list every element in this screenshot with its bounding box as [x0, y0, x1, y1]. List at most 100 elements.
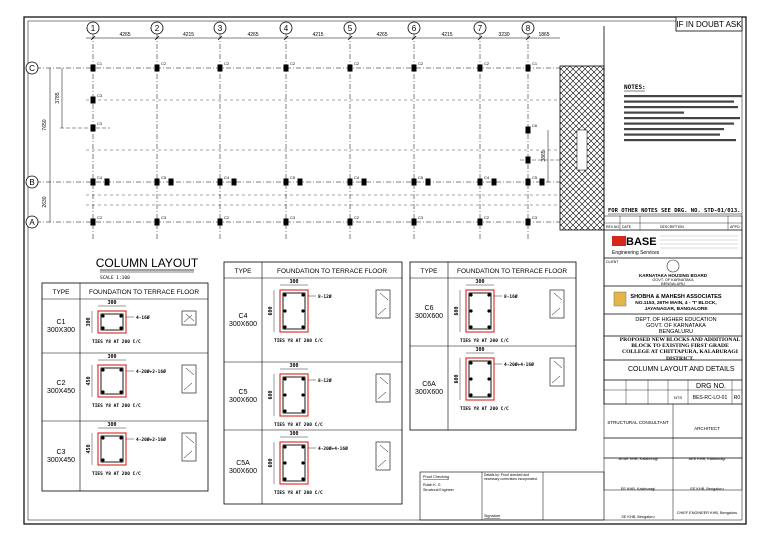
- column-tag: C2: [97, 215, 103, 220]
- notes-panel: NOTES: FOR OTHER NOTES SEE DRG. NO. STD-…: [608, 84, 742, 215]
- rebar-dot: [469, 361, 473, 365]
- client-label: CLIENT: [606, 260, 619, 264]
- column-mark: [525, 178, 531, 186]
- rebar-dot: [301, 293, 305, 297]
- column-size: 300X450: [47, 388, 75, 395]
- rebar-dot: [101, 436, 105, 440]
- column-tag: C3: [290, 215, 296, 220]
- grid-spacing-dim: 4215: [312, 32, 323, 38]
- tie-shape: [375, 441, 391, 471]
- section-width: 300: [107, 422, 116, 428]
- grid-axis-label: 5: [348, 24, 353, 33]
- column-mark: [217, 178, 223, 186]
- rebar-dot: [283, 393, 287, 397]
- section-depth: 300: [86, 317, 92, 326]
- left-dim: 2630: [42, 196, 48, 207]
- rebar-dot: [469, 325, 473, 329]
- column-tag: C2: [290, 61, 296, 66]
- rebar-dot: [283, 325, 287, 329]
- rev-head-no: REV.NO.: [606, 225, 620, 229]
- table-head-type: TYPE: [53, 289, 71, 296]
- column-section: [279, 441, 309, 485]
- column-tag: C2: [161, 61, 167, 66]
- column-tag: C2: [484, 215, 490, 220]
- column-mark: [283, 218, 289, 226]
- rebar-dot: [487, 309, 491, 313]
- grid-spacing-dim: 4215: [183, 32, 194, 38]
- column-mark: [525, 126, 531, 134]
- section-depth: 600: [268, 458, 274, 467]
- column-type: C5A: [236, 460, 250, 467]
- column-size: 300X450: [47, 457, 75, 464]
- column-mark: [477, 64, 483, 72]
- column-mark: [361, 178, 367, 186]
- column-mark: [154, 178, 160, 186]
- column-mark: [154, 64, 160, 72]
- column-tag: C3: [97, 121, 103, 126]
- column-section: [97, 310, 127, 334]
- rebar-dot: [101, 326, 105, 330]
- if-in-doubt-note: IF IN DOUBT ASK: [676, 20, 742, 29]
- grid-axis-label: 8: [526, 24, 531, 33]
- firm-logo: [612, 236, 626, 246]
- column-mark: [525, 64, 531, 72]
- title-block: REV.NO. DATE DESCRIPTION APPD. BASE Engi…: [603, 26, 743, 520]
- rev-head-appd: APPD.: [730, 225, 741, 229]
- column-section: [279, 289, 309, 333]
- column-type: C3: [57, 449, 66, 456]
- rebar-dot: [487, 325, 491, 329]
- sign-jeae: JE/AE KHB, Kalaburagi: [618, 457, 658, 461]
- column-tag: C6: [532, 123, 538, 128]
- grid-axis-label: 7: [478, 24, 483, 33]
- drg-no: BES-RC-LO-01: [693, 395, 728, 401]
- grid-axis-label: 6: [412, 24, 417, 33]
- architect-name: SHOBHA & MAHESH ASSOCIATES: [630, 294, 721, 300]
- bar-spec: 8-12Ø: [318, 377, 332, 384]
- sign-ee-blr: EE KHB, Bengaluru: [690, 487, 723, 491]
- grid-row-bubble-C: [25, 61, 39, 75]
- column-mark: [104, 178, 110, 186]
- column-size: 300X600: [229, 321, 257, 328]
- column-tag: C2: [224, 61, 230, 66]
- column-mark: [411, 218, 417, 226]
- client-sub: GOVT. OF KARNATAKA: [652, 278, 694, 282]
- rebar-dot: [301, 409, 305, 413]
- column-tag: C2: [484, 61, 490, 66]
- section-depth: 600: [268, 390, 274, 399]
- rebar-dot: [301, 309, 305, 313]
- note-line: [624, 133, 720, 136]
- column-mark: [347, 218, 353, 226]
- sign-ee-klb: EE KHB, Kalaburagi: [621, 487, 655, 491]
- column-tag: C3: [418, 215, 424, 220]
- column-mark: [154, 218, 160, 226]
- column-mark: [491, 178, 497, 186]
- bar-spec: 4-20Ø+4-16Ø: [318, 445, 348, 452]
- bar-spec: 4-20Ø+4-16Ø: [504, 361, 534, 368]
- column-size: 300X600: [229, 397, 257, 404]
- layout-title: COLUMN LAYOUT: [96, 256, 199, 270]
- column-section: [465, 289, 495, 333]
- grid-row-label: C: [29, 64, 35, 73]
- column-type: C5: [239, 389, 248, 396]
- section-width: 300: [475, 347, 484, 353]
- project-name: PROPOSED NEW BLOCKS AND ADDITIONAL BLOCK…: [619, 337, 741, 360]
- table-head-type: TYPE: [421, 268, 439, 275]
- column-tag: C5: [290, 175, 296, 180]
- column-mark: [283, 178, 289, 186]
- column-tag: C2: [354, 215, 360, 220]
- rebar-dot: [487, 377, 491, 381]
- tie-shape: [375, 289, 391, 319]
- grid-spacing-dim: 4265: [376, 32, 387, 38]
- grid-axis-label: 2: [155, 24, 160, 33]
- note-line: [624, 122, 734, 125]
- rebar-dot: [301, 445, 305, 449]
- column-mark: [231, 178, 237, 186]
- rebar-dot: [283, 309, 287, 313]
- bar-spec: 4-16Ø: [136, 314, 150, 321]
- rebar-dot: [101, 314, 105, 318]
- table-head-desc: FOUNDATION TO TERRACE FLOOR: [277, 268, 387, 275]
- bar-spec: 4-20Ø+2-16Ø: [136, 436, 166, 443]
- grid-row-bubble-A: [25, 215, 39, 229]
